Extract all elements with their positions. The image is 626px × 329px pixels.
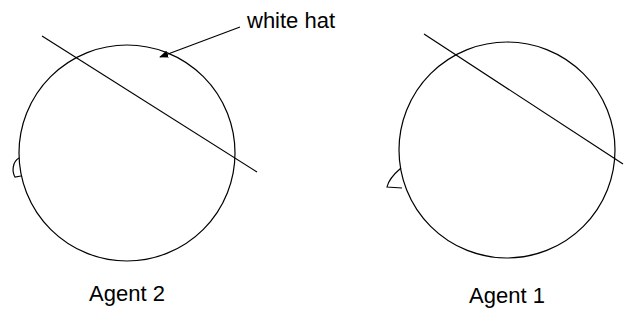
head-outline (395, 38, 619, 313)
nose-symbol (387, 168, 402, 188)
agent-label: Agent 2 (89, 281, 165, 307)
head-circle (19, 45, 235, 261)
hat-line (424, 34, 623, 164)
head-outline (15, 41, 239, 311)
agent-head: Agent 1 (395, 38, 619, 313)
leader-arrow (160, 27, 240, 57)
callout-label: white hat (247, 8, 335, 34)
head-circle (399, 42, 615, 258)
agent-head: Agent 2 (15, 41, 239, 311)
agent-label: Agent 1 (469, 283, 545, 309)
hat-line (42, 36, 257, 172)
